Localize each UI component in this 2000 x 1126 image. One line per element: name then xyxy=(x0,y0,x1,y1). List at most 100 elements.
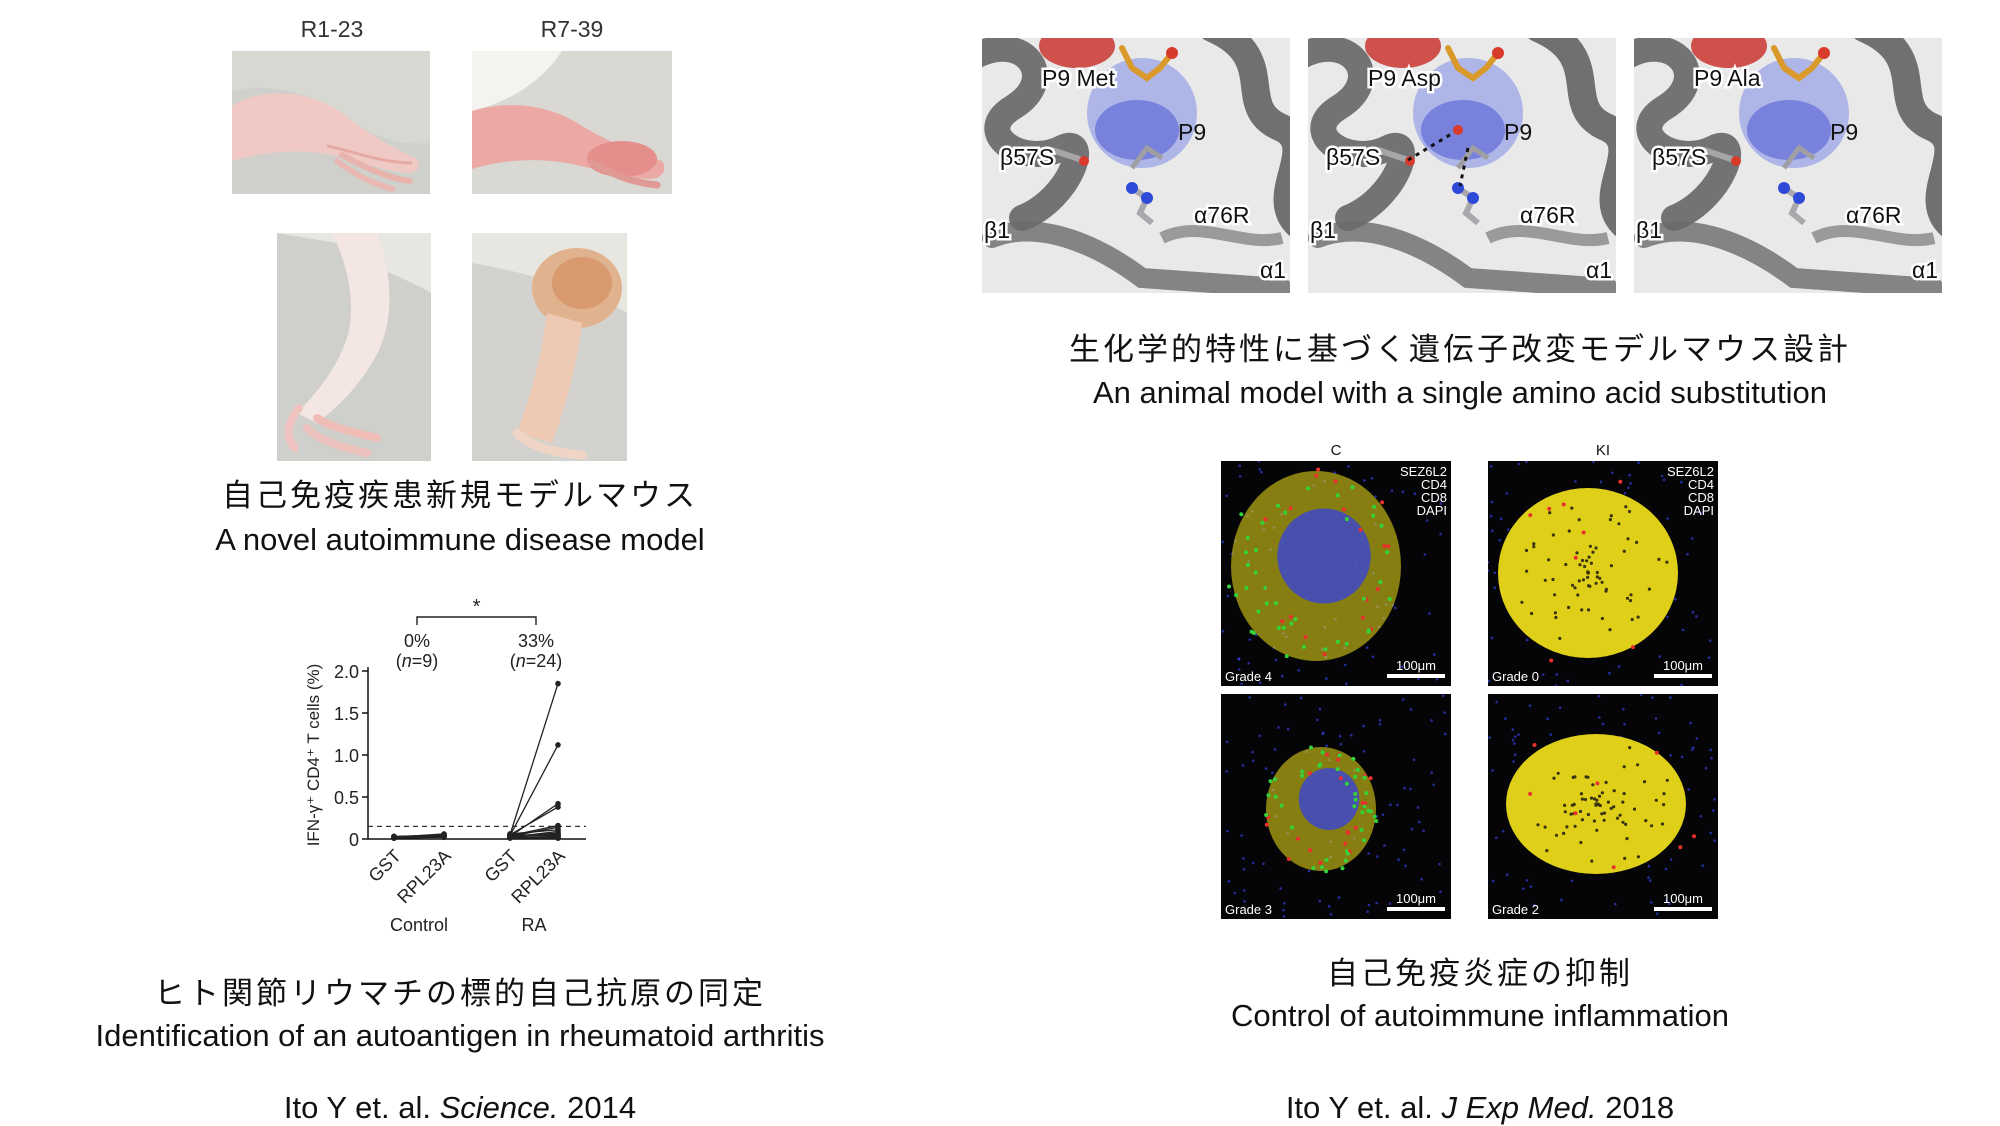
header-knock-in: KI xyxy=(1595,442,1611,459)
dapi-nucleus xyxy=(1608,671,1611,675)
sparse-cd8-cell xyxy=(1528,513,1533,518)
dapi-nucleus xyxy=(1363,479,1366,482)
islet-nucleus xyxy=(1644,819,1648,823)
ref-authors: Ito Y et. al. xyxy=(1285,1090,1433,1125)
alpha76r-label: α76R xyxy=(1194,202,1250,228)
infiltrating-t-cell xyxy=(1286,857,1291,861)
red-surface xyxy=(1039,38,1115,68)
dapi-nucleus xyxy=(1495,700,1498,704)
dapi-nucleus xyxy=(1221,540,1224,544)
islet-nucleus xyxy=(1580,818,1584,822)
legend-dapi: DAPI xyxy=(1684,503,1714,518)
islet-nucleus xyxy=(1647,587,1651,591)
dapi-nucleus xyxy=(1243,889,1246,892)
dapi-nucleus xyxy=(1242,857,1245,860)
grade-label: Grade 4 xyxy=(1225,669,1272,684)
dapi-nucleus xyxy=(1430,719,1433,722)
infiltrating-t-cell xyxy=(1263,517,1268,522)
x-category-label: GST xyxy=(481,846,521,886)
islet-nucleus xyxy=(1569,812,1573,816)
dapi-nucleus xyxy=(1390,489,1394,492)
dapi-nucleus xyxy=(1279,887,1282,890)
dapi-nucleus xyxy=(1490,636,1494,640)
dapi-nucleus xyxy=(1489,514,1493,518)
infiltrating-t-cell xyxy=(1360,615,1365,620)
beta-strand xyxy=(1308,221,1616,293)
scale-bar-label: 100μm xyxy=(1663,658,1703,673)
islet-nucleus xyxy=(1583,797,1588,802)
sparse-cd8-cell xyxy=(1678,845,1683,850)
dapi-nucleus xyxy=(1501,829,1505,833)
alpha1-label: α1 xyxy=(1912,257,1938,283)
beta1-label: β1 xyxy=(1636,217,1662,243)
grade-label: Grade 3 xyxy=(1225,902,1272,917)
nitrogen-atom xyxy=(1141,192,1153,204)
infiltrating-t-cell xyxy=(1303,635,1308,640)
infiltrating-t-cell xyxy=(1306,486,1311,491)
islet-nucleus xyxy=(1553,611,1557,615)
significance-star: * xyxy=(473,596,481,618)
islet-nucleus xyxy=(1591,550,1595,554)
islet-nucleus xyxy=(1618,813,1622,817)
dapi-nucleus xyxy=(1401,698,1405,701)
islet-nucleus xyxy=(1636,763,1640,767)
p9-pocket-core xyxy=(1095,100,1179,160)
infiltrating-t-cell xyxy=(1283,510,1288,515)
loop xyxy=(1159,224,1284,247)
infiltrating-t-cell xyxy=(1314,473,1319,478)
dapi-nucleus xyxy=(1307,869,1311,873)
infiltrating-t-cell xyxy=(1290,825,1294,830)
islet-nucleus xyxy=(1600,791,1604,795)
islet-nucleus xyxy=(1570,803,1574,807)
red-surface xyxy=(1691,38,1767,68)
infiltrating-t-cell xyxy=(1382,544,1387,549)
helix-ribbon-left xyxy=(1308,38,1416,231)
islet-nucleus xyxy=(1604,780,1608,784)
dapi-nucleus xyxy=(1570,879,1574,883)
dapi-nucleus xyxy=(1687,788,1690,791)
islet-nucleus xyxy=(1665,778,1669,782)
red-surface xyxy=(1365,38,1441,68)
label-r7-39: R7-39 xyxy=(540,16,604,42)
infiltrating-t-cell xyxy=(1372,504,1377,509)
dapi-nucleus xyxy=(1441,694,1445,697)
dapi-nucleus xyxy=(1435,677,1439,681)
islet-nucleus xyxy=(1635,540,1639,544)
islet-nucleus xyxy=(1604,587,1608,591)
dapi-nucleus xyxy=(1432,653,1436,656)
dapi-nucleus xyxy=(1669,696,1672,699)
dapi-nucleus xyxy=(1490,500,1494,504)
islet-nucleus xyxy=(1573,586,1577,590)
sparse-cd8-cell xyxy=(1618,479,1623,484)
dapi-nucleus xyxy=(1488,569,1490,572)
dapi-nucleus xyxy=(1662,478,1666,482)
islet-nucleus xyxy=(1622,792,1626,796)
dapi-nucleus xyxy=(1488,679,1491,683)
infiltrating-t-cell xyxy=(1260,520,1265,525)
dapi-nucleus xyxy=(1491,529,1494,532)
islet-nucleus xyxy=(1600,812,1604,816)
dapi-nucleus xyxy=(1660,474,1664,478)
infiltrate-dapi xyxy=(1277,508,1371,604)
islet-nucleus xyxy=(1578,563,1582,567)
dapi-nucleus xyxy=(1493,586,1497,590)
helix-ribbon-right xyxy=(1854,38,1942,236)
islet-nucleus xyxy=(1594,802,1598,806)
islet-nucleus xyxy=(1612,805,1616,809)
x-category-label: RPL23A xyxy=(393,846,455,908)
dapi-nucleus xyxy=(1614,902,1617,906)
annotation-n: (n=24) xyxy=(510,651,563,671)
dapi-nucleus xyxy=(1366,910,1369,913)
dapi-nucleus xyxy=(1488,736,1491,739)
dapi-nucleus xyxy=(1367,852,1370,855)
ra-rpl23a-point xyxy=(555,742,561,748)
dapi-nucleus xyxy=(1258,681,1262,685)
dapi-nucleus xyxy=(1654,717,1658,720)
dapi-nucleus xyxy=(1233,891,1237,895)
islet-nucleus xyxy=(1591,783,1595,787)
islet-nucleus xyxy=(1665,560,1669,564)
islet-nucleus xyxy=(1575,551,1579,555)
dapi-nucleus xyxy=(1506,873,1509,876)
dapi-nucleus xyxy=(1686,552,1689,556)
